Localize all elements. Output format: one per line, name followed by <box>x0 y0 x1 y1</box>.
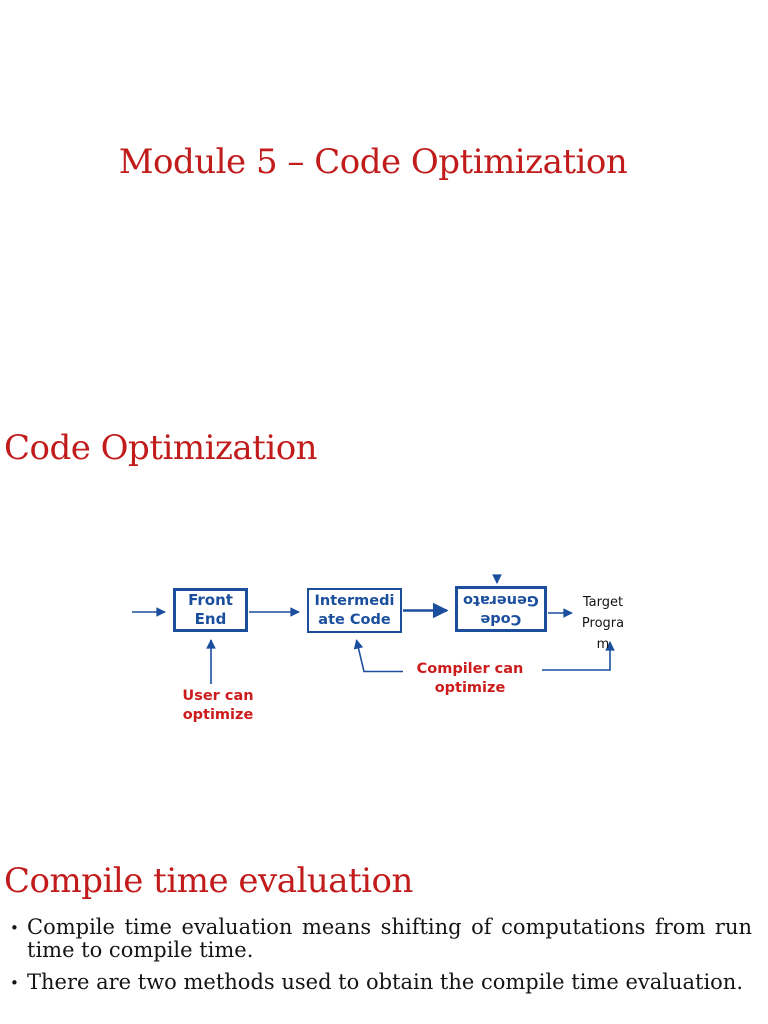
target-program-line3: m <box>596 637 610 652</box>
intermediate-code-label-line1: Intermedi <box>314 592 395 609</box>
code-generator-label-line1: Code <box>480 611 522 627</box>
front-end-label-line1: Front <box>188 591 233 609</box>
slide3-title: Compile time evaluation <box>4 861 413 901</box>
compiler-can-optimize-line1: Compiler can <box>416 661 524 677</box>
front-end-box: Front End <box>173 588 248 632</box>
bullet-item-1: • Compile time evaluation means shifting… <box>10 916 752 962</box>
bullet-marker-icon: • <box>10 919 19 937</box>
user-can-optimize-line1: User can <box>182 688 254 704</box>
deck-title: Module 5 – Code Optimization <box>118 142 628 182</box>
bullet-item-2: • There are two methods used to obtain t… <box>10 971 752 994</box>
compiler-can-optimize-label: Compiler can optimize <box>405 660 535 697</box>
arrow-up-compiler-to-intermediate-icon <box>353 639 403 673</box>
intermediate-code-label-line2: ate Code <box>318 611 391 628</box>
code-generator-rotated-content: Code Generato <box>463 590 539 628</box>
code-generator-label-line2: Generato <box>463 592 539 608</box>
bullet-text-1: Compile time evaluation means shifting o… <box>27 915 752 962</box>
arrow-up-compiler-to-target-icon <box>542 641 615 671</box>
compiler-can-optimize-line2: optimize <box>434 679 506 696</box>
bullet-marker-icon: • <box>10 974 19 992</box>
target-program-line2: Progra <box>581 616 625 631</box>
user-can-optimize-line2: optimize <box>182 707 254 723</box>
user-can-optimize-label: User can optimize <box>172 687 264 725</box>
bullet-list: • Compile time evaluation means shifting… <box>10 916 752 994</box>
bullet-text-2: There are two methods used to obtain the… <box>27 970 744 994</box>
slide2-title: Code Optimization <box>4 428 318 468</box>
intermediate-code-box: Intermedi ate Code <box>307 588 402 633</box>
front-end-label-line2: End <box>194 610 227 628</box>
target-program-label: Target Progra m <box>577 592 629 655</box>
code-generator-box: Code Generato <box>455 586 547 632</box>
target-program-line1: Target <box>582 595 624 610</box>
